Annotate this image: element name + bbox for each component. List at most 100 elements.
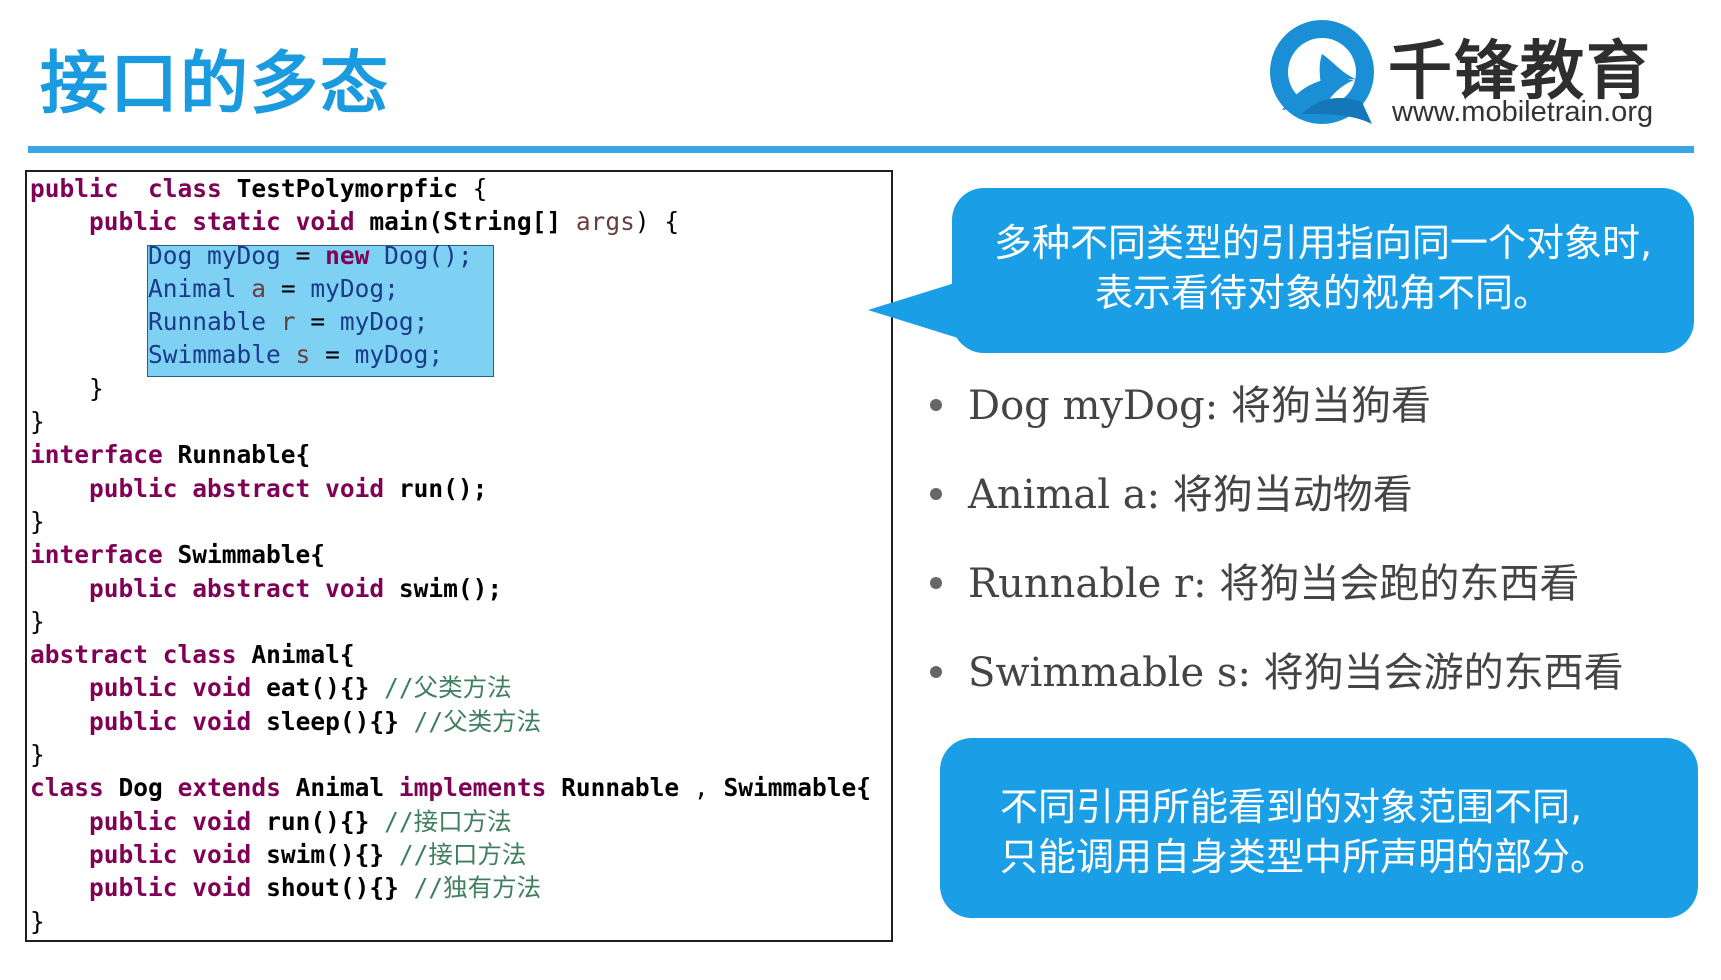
code-token: class (162, 640, 237, 670)
code-token: class (30, 773, 104, 803)
code-token: static (192, 207, 281, 237)
code-line: } (30, 407, 45, 436)
code-token: void (295, 207, 355, 237)
code-token: r (280, 307, 296, 337)
code-token: void (325, 473, 385, 503)
bullet-list: Dog myDog: 将狗当狗看 Animal a: 将狗当动物看 Runnab… (930, 380, 1624, 736)
code-token: run(); (398, 473, 488, 503)
code-token: a (251, 273, 267, 303)
code-token: Swimmable{ (723, 773, 871, 803)
code-token (30, 307, 148, 336)
code-token (178, 840, 193, 869)
code-token: abstract (192, 473, 311, 503)
code-token (178, 673, 193, 702)
callout-top: 多种不同类型的引用指向同一个对象时, 表示看待对象的视角不同。 (952, 188, 1694, 353)
brand-logo-icon (1270, 20, 1374, 124)
code-token: main(String[] (369, 207, 562, 237)
code-token (163, 540, 178, 569)
code-token (178, 807, 193, 836)
callout-pointer (868, 282, 958, 338)
code-token (369, 807, 384, 836)
code-token (384, 840, 399, 869)
code-token (30, 574, 89, 603)
code-token (399, 707, 414, 736)
code-token: abstract (30, 640, 149, 670)
header-divider (28, 146, 1694, 153)
bullet-dot-icon (930, 488, 942, 500)
code-token: public (30, 174, 119, 203)
code-token: run(){} (266, 806, 370, 836)
code-token (399, 873, 414, 902)
code-token: class (148, 174, 222, 203)
code-line: public static void main(String[] args) { (30, 207, 679, 236)
code-token (178, 707, 193, 736)
code-token: Dog (118, 773, 163, 803)
bullet-item: Runnable r: 将狗当会跑的东西看 (930, 558, 1624, 647)
code-token (178, 474, 193, 503)
code-highlight (147, 245, 494, 377)
code-token: public (89, 473, 178, 503)
code-token (310, 474, 325, 503)
code-token (178, 873, 193, 902)
code-token: //接口方法 (398, 839, 527, 869)
code-token (251, 873, 266, 902)
code-token: } (30, 606, 45, 636)
code-token: interface (30, 440, 163, 470)
bullet-item: Swimmable s: 将狗当会游的东西看 (930, 647, 1624, 736)
code-token (237, 640, 252, 669)
code-token (30, 807, 89, 836)
code-line: Swimmable s = myDog; (30, 340, 443, 369)
code-line: public void swim(){} //接口方法 (30, 840, 526, 869)
code-token: ) { (634, 207, 680, 237)
code-line: public void shout(){} //独有方法 (30, 873, 541, 902)
code-token: public (89, 673, 178, 703)
code-token: //父类方法 (384, 673, 512, 703)
callout-top-line2: 表示看待对象的视角不同。 (1094, 271, 1551, 315)
brand-url: www.mobiletrain.org (1392, 96, 1654, 128)
code-token: void (192, 873, 252, 903)
code-token (178, 574, 193, 603)
code-token (266, 307, 281, 336)
brand-name: 千锋教育 (1388, 35, 1652, 109)
code-token: } (30, 506, 45, 536)
code-line: public void eat(){} //父类方法 (30, 673, 512, 702)
code-line: Animal a = myDog; (30, 274, 399, 303)
code-token: extends (177, 773, 281, 803)
code-token: Animal (148, 273, 237, 303)
code-token: public (89, 839, 178, 869)
bullet-dot-icon (930, 577, 942, 589)
code-token (30, 873, 89, 902)
code-token: Animal (295, 773, 385, 803)
code-token: } (30, 906, 45, 936)
code-token (546, 773, 561, 802)
code-line: } (30, 907, 45, 936)
code-token (384, 574, 399, 603)
code-token: = (266, 273, 311, 303)
code-line: interface Swimmable{ (30, 540, 325, 569)
code-token: myDog; (339, 307, 429, 337)
code-token: args (575, 207, 635, 237)
code-token: void (192, 839, 252, 869)
code-token: new (325, 240, 370, 270)
code-token: } (30, 740, 45, 770)
code-token: public (89, 806, 178, 836)
code-token (251, 673, 266, 702)
code-line: } (30, 374, 104, 403)
code-token: void (325, 573, 385, 603)
code-token (30, 207, 89, 236)
code-token: sleep(){} (266, 706, 399, 736)
code-token (561, 207, 576, 236)
code-token: void (192, 706, 252, 736)
code-token (369, 241, 384, 270)
code-token: shout(){} (266, 873, 399, 903)
code-token (178, 207, 193, 236)
code-token (281, 340, 296, 369)
code-token: Runnable (148, 307, 267, 337)
code-token: Runnable (561, 773, 680, 803)
brand-logo: 千锋教育 www.mobiletrain.org (1262, 14, 1702, 134)
code-line: public abstract void run(); (30, 474, 487, 503)
code-line: Dog myDog = new Dog(); (30, 241, 473, 270)
code-token: = (295, 307, 340, 337)
code-line: public class TestPolymorpfic { (30, 174, 487, 203)
code-token (30, 274, 148, 303)
